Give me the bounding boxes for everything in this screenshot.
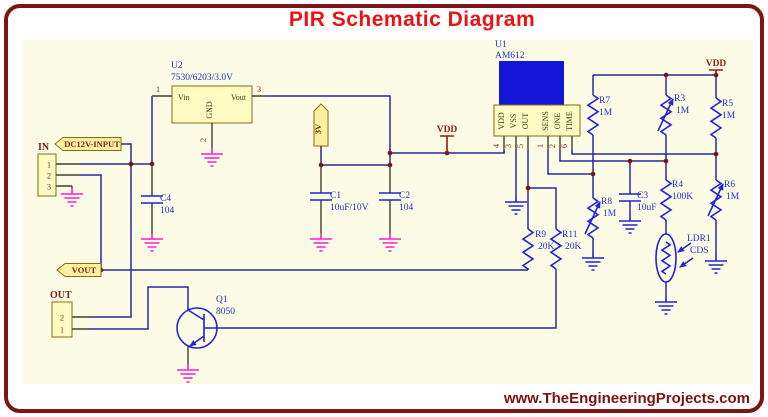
pin-name: TIME [565,111,574,131]
net-flag-label: 3V [313,123,323,134]
resistor-r7: R7 1M [586,94,613,136]
component-ref: U2 [171,61,183,71]
net-flag-dc12v: DC12V-INPUT [54,137,122,151]
component-ref: Q1 [216,295,228,305]
resistor-r4: R4 100K [659,179,693,221]
component-ref: R5 [722,99,733,109]
pin-number: 1 [60,325,64,335]
pir-sensor-body [499,61,564,105]
component-value: 104 [160,206,175,216]
vdd-power-symbol: VDD [437,125,458,153]
sheet-background [22,40,753,384]
connector-in: IN 1 2 3 [37,142,80,197]
component-value: 100K [672,192,693,202]
component-value: 7530/6203/3.0V [171,73,233,83]
pin-number: 6 [559,144,569,148]
resistor-r9: R9 20K [521,228,555,270]
pin-name: ONE [553,113,562,130]
component-ref: R6 [724,180,735,190]
component-value: 20K [538,242,555,252]
component-ref: C2 [399,191,410,201]
component-value: 1M [722,111,736,121]
pin-number: 3 [257,84,261,94]
pin-number: 5 [515,144,525,148]
component-value: 8050 [216,307,235,317]
net-flag-3v: 3V [313,103,329,147]
pin-name: Vout [231,93,247,102]
component-value: 104 [399,203,414,213]
pin-number: 3 [47,182,51,192]
component-ref: R3 [674,94,685,104]
pin-number: 2 [547,144,557,148]
net-flag-vout: VOUT [56,263,102,277]
component-value: 1M [599,108,613,118]
net-flag-label: DC12V-INPUT [64,139,120,149]
ic-u1-pir-sensor: U1 AM612 VDD VSS OUT SENS ONE TIME 4 3 5… [491,40,581,153]
resistor-r6-variable: R6 1M [707,179,740,221]
resistor-r8-variable: R8 1M [584,197,617,239]
component-ref: R8 [601,197,612,207]
resistor-r3-variable: R3 1M [657,94,690,136]
pin-number: 1 [535,144,545,148]
ldr1-photoresistor: LDR1 CDS [655,233,711,283]
component-value: AM612 [495,51,525,61]
net-flag-label: VOUT [72,265,97,275]
component-value: 1M [676,106,690,116]
page-title: PIR Schematic Diagram [288,8,536,31]
vdd-label: VDD [706,59,727,69]
website-watermark: www.TheEngineeringProjects.com [503,390,750,407]
pin-number: 4 [491,143,501,148]
component-ref: R9 [535,230,546,240]
pin-number: 1 [156,84,160,94]
pin-number: 3 [503,144,513,148]
component-ref: C3 [637,191,648,201]
component-value: CDS [690,246,708,256]
power-ground-symbols: VDD VDD [61,59,727,383]
component-ref: U1 [495,40,507,50]
vdd-power-symbol: VDD [706,59,727,75]
pin-number: 2 [47,171,51,181]
component-value: 20K [565,242,582,252]
component-value: 10uF [637,203,657,213]
pin-number: 2 [60,313,64,323]
component-ref: R11 [562,230,578,240]
component-ref: C1 [330,191,341,201]
pin-number: 2 [198,138,208,142]
capacitor-c1: C1 10uF/10V [310,165,369,233]
component-value: 10uF/10V [330,203,369,213]
component-value: 1M [726,192,740,202]
connector-ref: OUT [50,290,72,301]
pin-name: Vin [178,93,190,102]
capacitor-c3: C3 10uF [619,191,657,213]
pin-name: OUT [521,113,530,130]
pin-number: 1 [47,160,51,170]
capacitor-c4: C4 104 [141,164,175,233]
component-ref: R4 [672,180,683,190]
component-ref: R7 [599,96,610,106]
component-value: 1M [603,209,617,219]
connector-out: OUT 2 1 [50,290,88,338]
transistor-q1: Q1 8050 [176,295,235,364]
ic-u2-regulator: U2 7530/6203/3.0V Vin Vout GND 1 3 2 [152,61,266,148]
pin-name: SENS [541,111,550,131]
ground-symbol-magenta [61,148,401,383]
resistor-r5: R5 1M [709,97,736,139]
connector-ref: IN [38,142,50,153]
component-ref: LDR1 [687,234,711,244]
pin-name: VSS [509,114,518,129]
vdd-label: VDD [437,125,458,135]
pin-name: VDD [497,112,506,130]
pin-name: GND [205,101,214,119]
capacitor-c2: C2 104 [379,165,414,233]
ground-symbol-blue [505,196,727,315]
resistor-r11: R11 20K [549,228,582,270]
component-ref: C4 [160,194,171,204]
